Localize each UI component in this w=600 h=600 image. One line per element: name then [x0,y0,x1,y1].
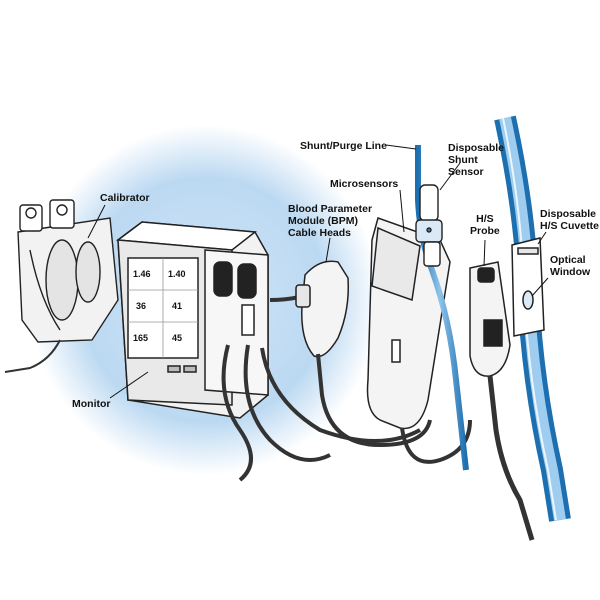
monitor-device [115,221,269,419]
label-line: Cable Heads [288,227,352,239]
label-disposable-hs-cuvette: Disposable H/S Cuvette [540,208,599,232]
calibrator-leader-line [87,204,106,239]
clamp-cable [400,419,472,464]
shunt-sensor-leader-line [439,162,461,191]
label-line: Optical [550,254,586,266]
label-optical-window: Optical Window [550,254,590,278]
label-bpm-cable-heads: Blood Parameter Module (BPM) Cable Heads [288,203,372,239]
calibrator-device [17,199,119,343]
label-calibrator: Calibrator [100,192,150,204]
probe-leader-line [483,239,486,267]
label-line: Window [550,266,591,278]
label-monitor: Monitor [72,398,111,410]
screen-reading: 45 [172,333,182,343]
hs-probe [469,261,511,377]
cuvette-leader-line [537,231,547,245]
hs-cuvette [511,237,545,337]
bpm-leader-line [325,237,331,263]
screen-reading: 165 [133,333,148,343]
probe-cable [487,375,535,541]
screen-reading: 41 [172,301,182,311]
label-disposable-shunt-sensor: Disposable Shunt Sensor [448,142,504,178]
microsensors-leader-line [399,189,405,233]
optical-window-leader-line [531,277,549,297]
label-line: Disposable [448,142,505,154]
screen-reading: 36 [136,301,146,311]
bpm-cable [316,353,432,448]
shunt-purge-leader-line [385,144,417,150]
label-line: H/S Cuvette [540,220,599,232]
label-line: Probe [470,225,500,237]
screen-reading: 1.46 [133,269,151,279]
label-line: Sensor [448,166,484,178]
label-hs-probe: H/S Probe [470,213,500,237]
label-line: Shunt [448,154,478,166]
label-line: Blood Parameter [288,203,373,215]
calibrator-cable [4,339,61,373]
label-shunt-purge-line: Shunt/Purge Line [300,140,387,152]
bpm-cable-head [295,260,350,358]
disposable-shunt-sensor [415,184,443,267]
monitor-screen-readings: 1.46 1.40 36 41 165 45 [133,269,186,343]
monitor-leader-line [109,371,149,399]
label-line: Module (BPM) [288,215,358,227]
label-line: Disposable [540,208,597,220]
screen-reading: 1.40 [168,269,186,279]
label-microsensors: Microsensors [330,178,399,190]
label-line: H/S [476,213,494,225]
